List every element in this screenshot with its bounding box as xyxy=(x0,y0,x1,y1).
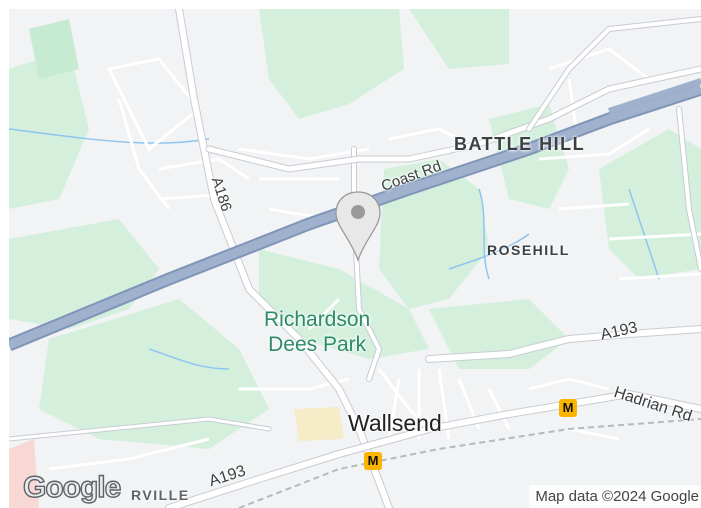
green-area-west-dark xyxy=(29,19,79,79)
map-base-layer xyxy=(9,9,701,508)
metro-station-icon[interactable]: M xyxy=(364,452,382,470)
stream-west xyxy=(9,128,210,144)
park-label: Richardson Dees Park xyxy=(264,307,370,357)
town-label-wallsend: Wallsend xyxy=(348,410,442,436)
stream-south-west xyxy=(148,348,230,370)
coast-road-slip xyxy=(608,78,701,114)
stream-centre xyxy=(478,188,490,280)
area-label-rosehill: ROSEHILL xyxy=(487,242,570,258)
green-area-north-east xyxy=(409,9,509,69)
green-area-west xyxy=(9,49,89,209)
green-area-far-east xyxy=(599,129,701,279)
green-area-north xyxy=(259,9,404,119)
park-label-line-2: Dees Park xyxy=(268,333,367,356)
green-area-lower-west xyxy=(39,299,269,449)
main-roads xyxy=(9,9,701,508)
google-logo[interactable]: Google xyxy=(22,470,122,504)
stream-rosehill xyxy=(448,233,530,270)
location-pin-icon[interactable] xyxy=(335,191,381,262)
area-label-partial: RVILLE xyxy=(131,487,190,503)
stream-east xyxy=(628,188,660,280)
retail-area xyxy=(294,407,344,441)
park-area xyxy=(259,249,429,359)
hospital-area xyxy=(9,439,39,508)
metro-station-icon[interactable]: M xyxy=(559,399,577,417)
park-label-line-1: Richardson xyxy=(264,308,371,331)
metro-line xyxy=(238,418,701,508)
coast-road-motorway-inner xyxy=(9,84,701,350)
map-attribution[interactable]: Map data ©2024 Google xyxy=(529,485,701,508)
map-canvas[interactable]: BATTLE HILL ROSEHILL RVILLE Coast Rd A18… xyxy=(9,9,701,508)
area-label-battle-hill: BATTLE HILL xyxy=(454,134,586,154)
